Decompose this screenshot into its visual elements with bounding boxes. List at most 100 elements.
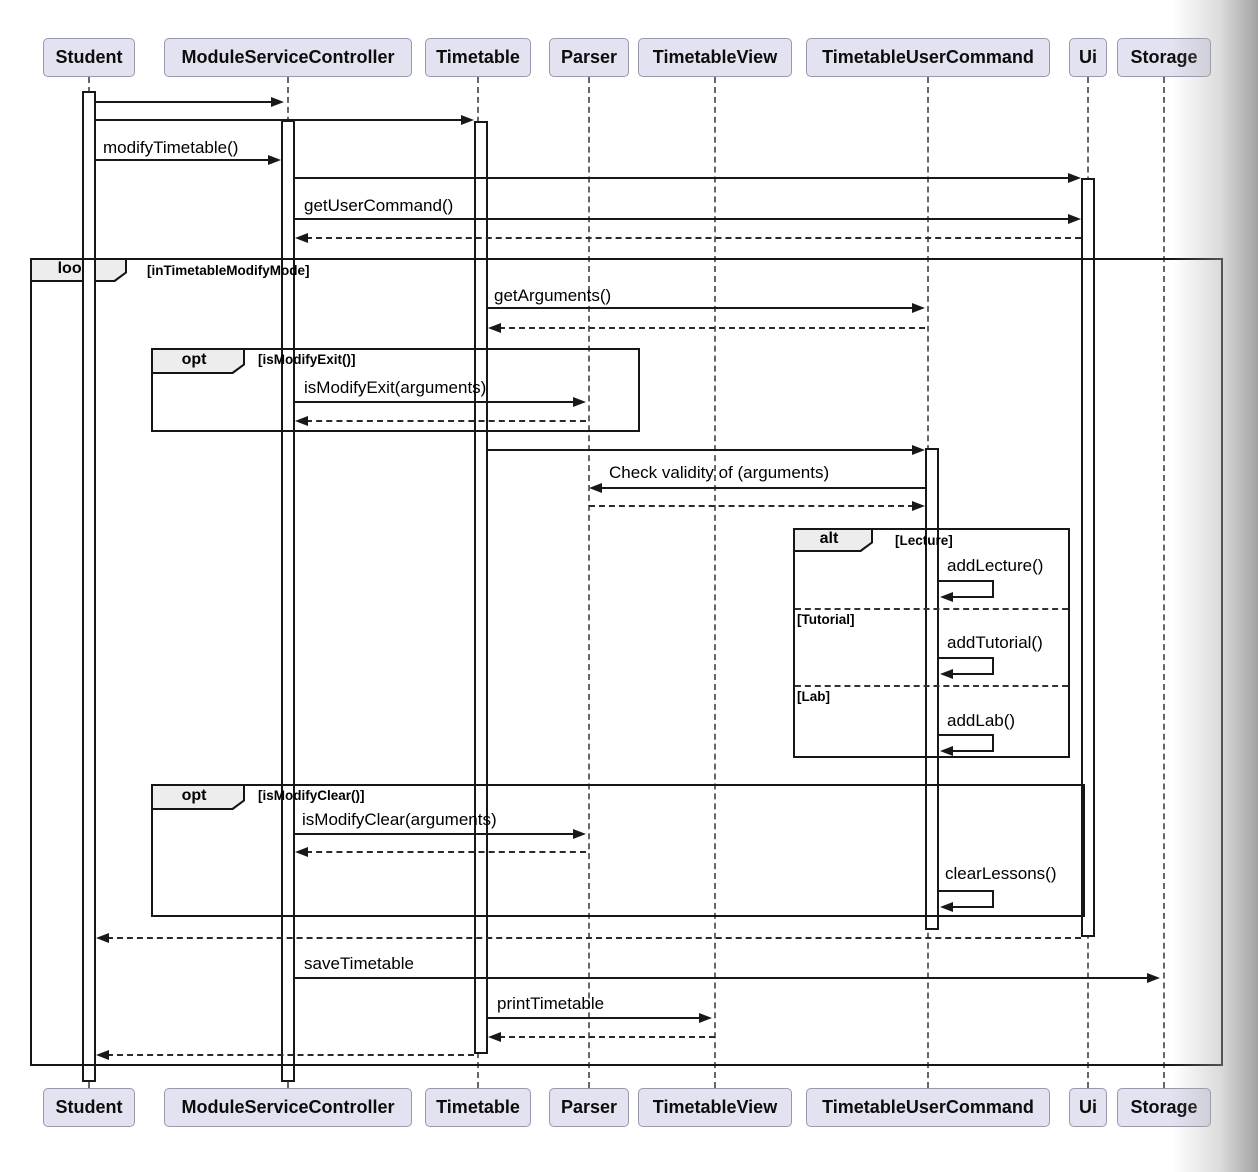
message-label-addlab: addLab() (947, 711, 1016, 730)
self-call-side-2 (992, 734, 994, 751)
self-call-top-1 (939, 657, 994, 659)
self-call-arrowhead-3 (940, 902, 953, 912)
participant-bottom-ui: Ui (1069, 1088, 1107, 1127)
opt-exit-fragment-border (151, 348, 640, 432)
participant-bottom-student: Student (43, 1088, 135, 1127)
self-call-side-3 (992, 890, 994, 907)
lifeline-4 (714, 77, 716, 1088)
opt-exit-keyword-label: opt (181, 351, 207, 368)
self-call-bottom-3 (952, 906, 994, 908)
message-line-solid-1 (96, 119, 463, 121)
return-arrowhead-3 (912, 501, 925, 511)
message-arrowhead-6 (573, 397, 586, 407)
message-label-printtimetable: printTimetable (497, 994, 605, 1013)
opt-clear-keyword-fill: opt (153, 786, 243, 808)
lifeline-7 (1163, 77, 1165, 1088)
message-line-solid-9 (295, 833, 575, 835)
message-arrowhead-8 (589, 483, 602, 493)
opt-exit-keyword-fill: opt (153, 350, 243, 372)
return-arrowhead-5 (96, 933, 109, 943)
lifeline-3 (588, 77, 590, 1088)
participant-top-student: Student (43, 38, 135, 77)
participant-bottom-timetable: Timetable (425, 1088, 531, 1127)
return-line-3 (589, 505, 914, 507)
message-label-addtutorial: addTutorial() (947, 633, 1043, 652)
message-line-solid-3 (295, 177, 1070, 179)
message-arrowhead-4 (1068, 214, 1081, 224)
return-line-7 (107, 1054, 474, 1056)
message-arrowhead-3 (1068, 173, 1081, 183)
message-arrowhead-11 (699, 1013, 712, 1023)
activation-bar-moduleservicecontroller (281, 120, 295, 1082)
participant-bottom-storage: Storage (1117, 1088, 1211, 1127)
message-label-checkvalidity: Check validity of (arguments) (609, 463, 830, 482)
return-line-1 (499, 327, 925, 329)
message-line-solid-8 (600, 487, 925, 489)
activation-bar-timetable (474, 121, 488, 1054)
opt-clear-fragment-border (151, 784, 1085, 917)
alt-keyword-label: alt (819, 530, 839, 547)
message-line-solid-0 (96, 101, 273, 103)
return-line-0 (306, 237, 1081, 239)
participant-top-timetableview: TimetableView (638, 38, 792, 77)
opt-clear-keyword-label: opt (181, 787, 207, 804)
self-call-side-0 (992, 580, 994, 597)
return-arrowhead-2 (295, 416, 308, 426)
self-call-arrowhead-0 (940, 592, 953, 602)
opt-clear-fragment-keyword-tab: opt (151, 784, 245, 810)
alt-divider-lab (795, 685, 1068, 687)
alt-divider-label-tutorial: [Tutorial] (797, 612, 855, 627)
message-label-modifytimetable: modifyTimetable() (103, 138, 239, 157)
activation-bar-student (82, 91, 96, 1082)
participant-top-parser: Parser (549, 38, 629, 77)
participant-bottom-timetableview: TimetableView (638, 1088, 792, 1127)
participant-bottom-timetableusercommand: TimetableUserCommand (806, 1088, 1050, 1127)
self-call-top-2 (939, 734, 994, 736)
opt-clear-condition-label: [isModifyClear()] (258, 788, 365, 803)
return-arrowhead-1 (488, 323, 501, 333)
return-arrowhead-6 (488, 1032, 501, 1042)
alt-keyword-fill: alt (795, 530, 871, 550)
participant-bottom-moduleservicecontroller: ModuleServiceController (164, 1088, 412, 1127)
message-arrowhead-9 (573, 829, 586, 839)
alt-fragment-keyword-tab: alt (793, 528, 873, 552)
return-arrowhead-0 (295, 233, 308, 243)
message-label-ismodifyclear: isModifyClear(arguments) (302, 810, 497, 829)
return-line-2 (306, 420, 586, 422)
message-label-getarguments: getArguments() (494, 286, 612, 305)
activation-bar-ui (1081, 178, 1095, 937)
self-call-arrowhead-2 (940, 746, 953, 756)
message-label-clearlessons: clearLessons() (945, 864, 1057, 883)
self-call-arrowhead-1 (940, 669, 953, 679)
loop-condition-label: [inTimetableModifyMode] (147, 263, 310, 278)
message-line-solid-7 (488, 449, 914, 451)
message-arrowhead-5 (912, 303, 925, 313)
message-arrowhead-1 (461, 115, 474, 125)
alt-divider-tutorial (795, 608, 1068, 610)
message-arrowhead-7 (912, 445, 925, 455)
message-label-getusercommand: getUserCommand() (304, 196, 454, 215)
return-arrowhead-7 (96, 1050, 109, 1060)
return-line-6 (499, 1036, 715, 1038)
participant-top-ui: Ui (1069, 38, 1107, 77)
message-arrowhead-10 (1147, 973, 1160, 983)
participant-bottom-parser: Parser (549, 1088, 629, 1127)
message-line-solid-11 (488, 1017, 701, 1019)
self-call-side-1 (992, 657, 994, 674)
participant-top-moduleservicecontroller: ModuleServiceController (164, 38, 412, 77)
message-arrowhead-2 (268, 155, 281, 165)
message-label-savetimetable: saveTimetable (304, 954, 414, 973)
return-line-4 (306, 851, 586, 853)
alt-divider-label-lab: [Lab] (797, 689, 830, 704)
opt-exit-condition-label: [isModifyExit()] (258, 352, 356, 367)
participant-top-timetableusercommand: TimetableUserCommand (806, 38, 1050, 77)
participant-top-storage: Storage (1117, 38, 1211, 77)
self-call-top-0 (939, 580, 994, 582)
opt-exit-fragment-keyword-tab: opt (151, 348, 245, 374)
message-line-solid-2 (96, 159, 270, 161)
return-line-5 (107, 937, 1081, 939)
alt-fragment-border (793, 528, 1070, 758)
message-arrowhead-0 (271, 97, 284, 107)
self-call-top-3 (939, 890, 994, 892)
